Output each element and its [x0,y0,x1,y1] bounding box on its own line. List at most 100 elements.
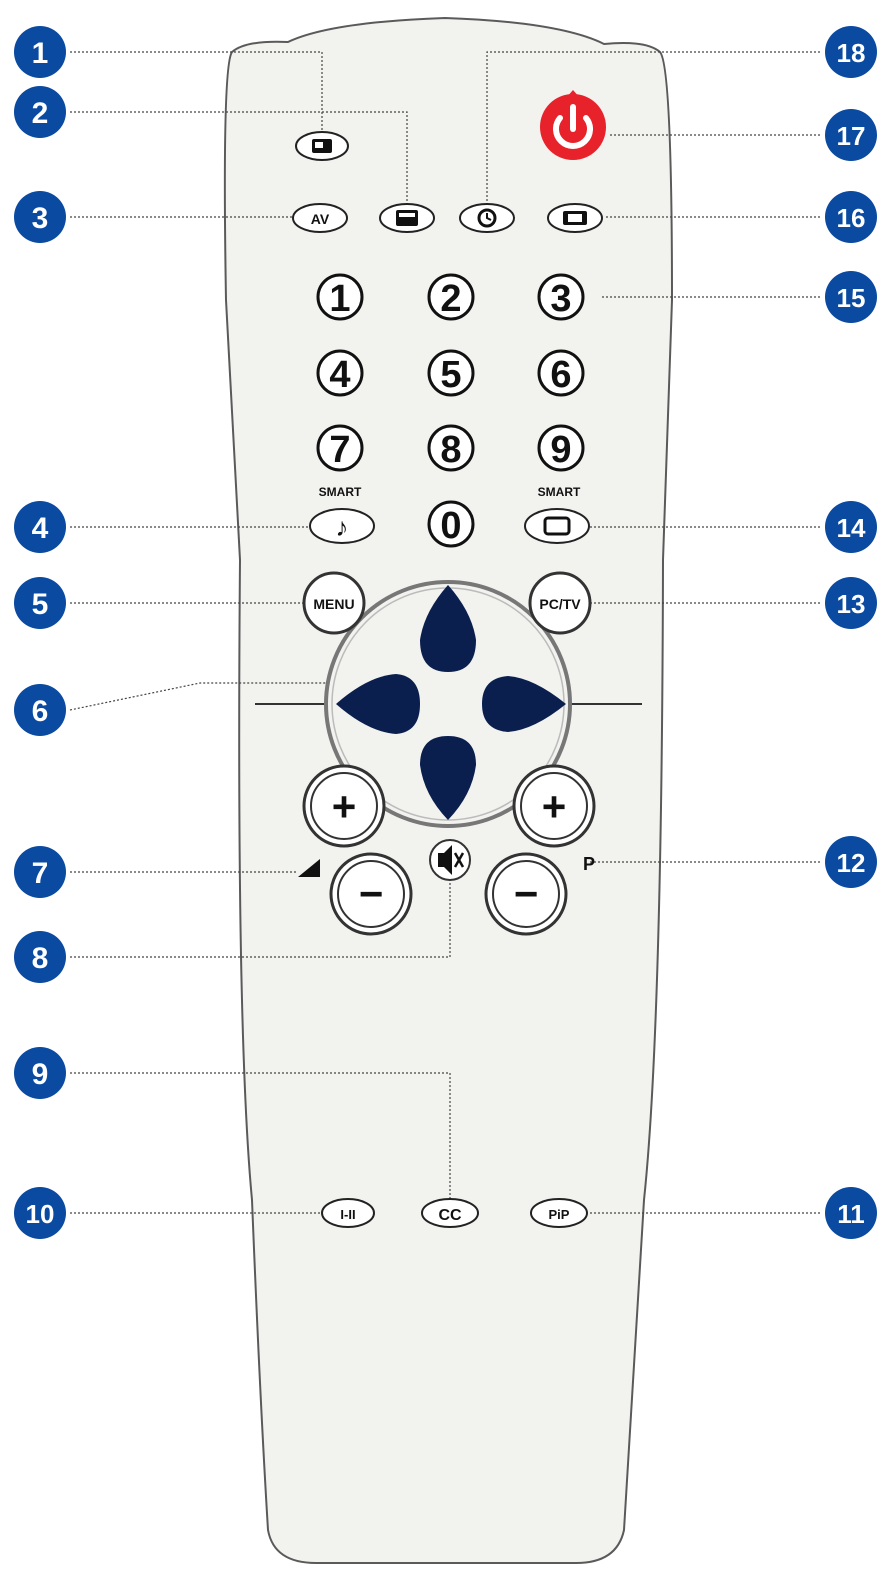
callout-9: 9 [14,1047,66,1099]
callout-14: 14 [825,501,877,553]
digit-5-button[interactable]: 5 [427,349,475,397]
svg-text:4: 4 [32,512,49,545]
pip-label: PiP [549,1207,570,1222]
dual-sound-label: I-II [340,1207,355,1222]
arrow-down-button[interactable] [420,736,476,820]
callout-17: 17 [825,109,877,161]
svg-text:5: 5 [32,588,49,621]
svg-text:6: 6 [32,695,49,728]
svg-text:12: 12 [837,848,866,878]
svg-text:−: − [514,870,539,917]
smart-sound-label: SMART [319,485,362,499]
volume-ramp-icon [298,859,320,877]
svg-text:0: 0 [440,505,461,547]
callout-15: 15 [825,271,877,323]
power-button[interactable] [540,90,606,160]
smart-picture-button[interactable] [524,508,590,544]
svg-text:−: − [359,870,384,917]
callout-8: 8 [14,931,66,983]
volume-down-button[interactable]: − [329,852,413,936]
svg-text:1: 1 [32,37,49,70]
svg-text:3: 3 [550,278,571,320]
teletext-icon [396,210,418,226]
mute-icon [438,845,465,875]
svg-text:7: 7 [329,429,350,471]
digit-7-button[interactable]: 7 [316,424,364,472]
screen-format-button[interactable] [547,203,603,233]
svg-text:18: 18 [837,38,866,68]
teletext-button[interactable] [379,203,435,233]
svg-text:2: 2 [440,278,461,320]
smart-picture-label: SMART [538,485,581,499]
clock-button[interactable] [459,203,515,233]
callout-2: 2 [14,86,66,138]
pip-window-button[interactable] [295,131,349,161]
svg-text:9: 9 [32,1058,49,1091]
digit-8-button[interactable]: 8 [427,424,475,472]
digit-3-button[interactable]: 3 [537,273,585,321]
svg-text:8: 8 [32,942,49,975]
callout-10: 10 [14,1187,66,1239]
callout-1: 1 [14,26,66,78]
pctv-label: PC/TV [539,596,581,612]
power-icon [553,104,593,149]
svg-text:+: + [332,783,357,830]
number-pad: 1 2 3 4 5 6 7 8 [316,273,585,548]
arrow-right-button[interactable] [482,676,566,732]
arrow-left-button[interactable] [336,674,420,734]
program-down-button[interactable]: − [484,852,568,936]
svg-text:3: 3 [32,202,49,235]
menu-button[interactable]: MENU [302,571,366,635]
pctv-button[interactable]: PC/TV [528,571,592,635]
svg-text:13: 13 [837,589,866,619]
svg-text:2: 2 [32,97,49,130]
pip-button[interactable]: PiP [530,1198,588,1228]
callout-7: 7 [14,846,66,898]
dual-sound-button[interactable]: I-II [321,1198,375,1228]
smart-sound-button[interactable]: ♪ [309,508,375,544]
digit-2-button[interactable]: 2 [427,273,475,321]
callout-18: 18 [825,26,877,78]
callout-4: 4 [14,501,66,553]
av-button[interactable]: AV [292,203,348,233]
music-note-icon: ♪ [336,512,349,542]
svg-text:4: 4 [329,354,350,396]
digit-0-button[interactable]: 0 [427,500,475,548]
cc-button[interactable]: CC [421,1198,479,1228]
svg-text:11: 11 [837,1199,865,1229]
svg-text:5: 5 [440,354,461,396]
callout-11: 11 [825,1187,877,1239]
callout-3: 3 [14,191,66,243]
callout-12: 12 [825,836,877,888]
svg-text:15: 15 [837,283,866,313]
svg-text:+: + [542,783,567,830]
program-up-button[interactable]: + [512,764,596,848]
svg-text:10: 10 [26,1199,55,1229]
volume-up-button[interactable]: + [302,764,386,848]
digit-1-button[interactable]: 1 [316,273,364,321]
mute-button[interactable] [429,839,471,881]
digit-4-button[interactable]: 4 [316,349,364,397]
svg-text:6: 6 [550,354,571,396]
digit-6-button[interactable]: 6 [537,349,585,397]
callout-markers: 1 2 3 4 5 6 7 8 9 10 11 12 13 14 15 16 1… [14,26,877,1239]
svg-text:16: 16 [837,203,866,233]
clock-icon [477,208,497,228]
callout-6: 6 [14,684,66,736]
callout-13: 13 [825,577,877,629]
callout-5: 5 [14,577,66,629]
digit-9-button[interactable]: 9 [537,424,585,472]
menu-label: MENU [313,596,354,612]
program-label: P [583,854,595,874]
svg-text:14: 14 [837,513,866,543]
av-label: AV [311,211,330,227]
cc-label: CC [438,1207,462,1224]
arrow-up-button[interactable] [420,585,476,672]
leader-lines [69,51,820,1214]
svg-text:1: 1 [329,278,350,320]
svg-text:8: 8 [440,429,461,471]
navigation-ring [324,580,572,828]
svg-text:7: 7 [32,857,49,890]
callout-16: 16 [825,191,877,243]
